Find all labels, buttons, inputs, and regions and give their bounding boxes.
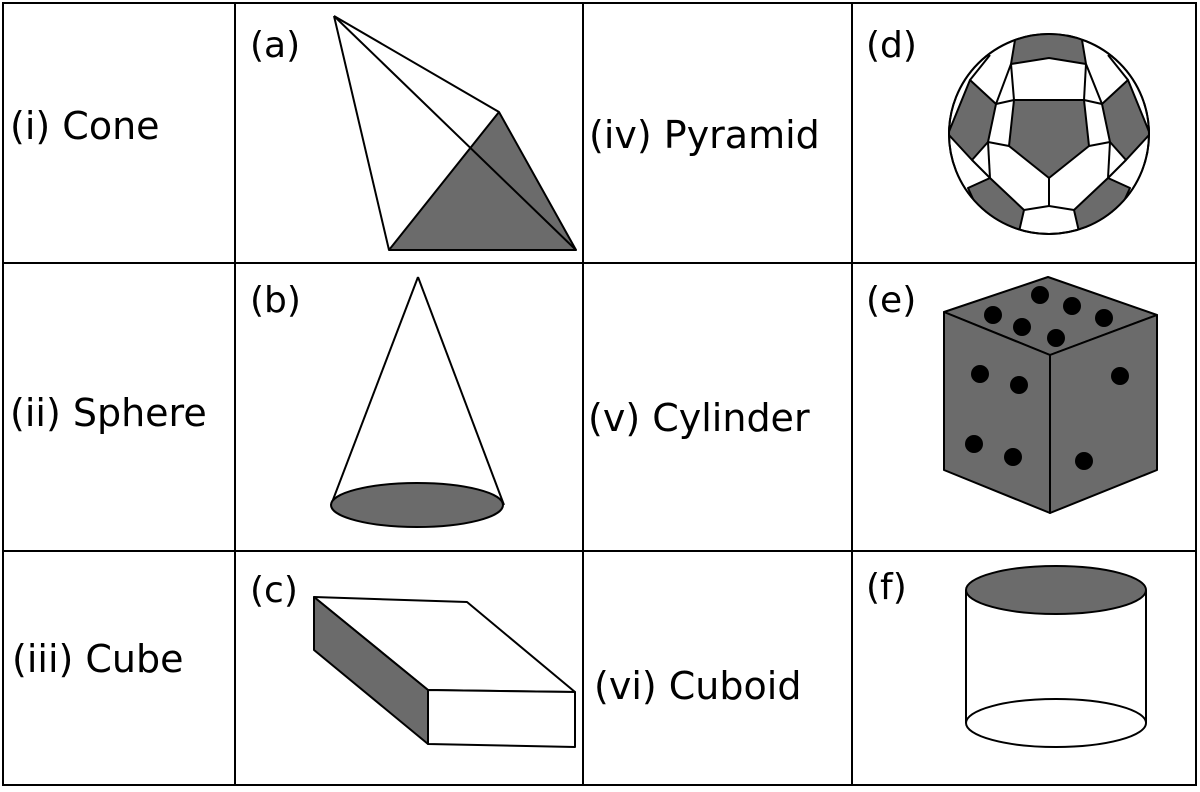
die-dot bbox=[984, 306, 1002, 324]
die-dot bbox=[1095, 309, 1113, 327]
pyramid-edge bbox=[333, 15, 577, 251]
figure-label-f: (f) bbox=[866, 567, 907, 608]
sphere-panel bbox=[949, 79, 997, 161]
name-sphere: (ii) Sphere bbox=[10, 391, 207, 435]
figure-label-e: (e) bbox=[866, 280, 917, 321]
figure-label-b: (b) bbox=[250, 280, 301, 321]
cone-edge-right bbox=[417, 276, 505, 506]
die-dot bbox=[1013, 318, 1031, 336]
figure-label-c: (c) bbox=[250, 570, 298, 611]
figure-label-d: (d) bbox=[866, 25, 917, 66]
die-dot bbox=[1063, 297, 1081, 315]
die-dot bbox=[965, 435, 983, 453]
sphere-figure bbox=[948, 33, 1150, 235]
die-dot bbox=[971, 365, 989, 383]
die-dot bbox=[1004, 448, 1022, 466]
cylinder-figure bbox=[965, 565, 1147, 748]
name-cube: (iii) Cube bbox=[12, 637, 184, 681]
pyramid-figure bbox=[333, 15, 577, 251]
sphere-panel bbox=[1010, 34, 1087, 65]
cone-edge-left bbox=[330, 276, 419, 506]
name-cone: (i) Cone bbox=[10, 104, 160, 148]
pyramid-shaded-face bbox=[388, 111, 577, 251]
figure-label-a: (a) bbox=[250, 25, 301, 66]
sphere-panel bbox=[1101, 79, 1149, 161]
die-dot bbox=[1010, 376, 1028, 394]
die-dots bbox=[965, 286, 1129, 470]
pyramid-edge bbox=[333, 15, 390, 251]
name-cuboid: (vi) Cuboid bbox=[594, 664, 802, 708]
sphere-outline-stroke bbox=[948, 33, 1150, 235]
cone-base bbox=[330, 482, 504, 528]
die-dot bbox=[1075, 452, 1093, 470]
die-dot bbox=[1111, 367, 1129, 385]
sphere-panel-center bbox=[1008, 99, 1090, 179]
cuboid-figure bbox=[313, 596, 576, 748]
cylinder-top bbox=[965, 565, 1147, 615]
die-dot bbox=[1031, 286, 1049, 304]
name-cylinder: (v) Cylinder bbox=[588, 396, 810, 440]
name-pyramid: (iv) Pyramid bbox=[589, 113, 820, 157]
cube-figure bbox=[943, 276, 1158, 514]
cone-figure bbox=[330, 276, 505, 528]
cuboid-front-face bbox=[427, 689, 576, 748]
pyramid-edge bbox=[333, 15, 500, 113]
cylinder-base bbox=[965, 698, 1147, 748]
die-dot bbox=[1047, 329, 1065, 347]
